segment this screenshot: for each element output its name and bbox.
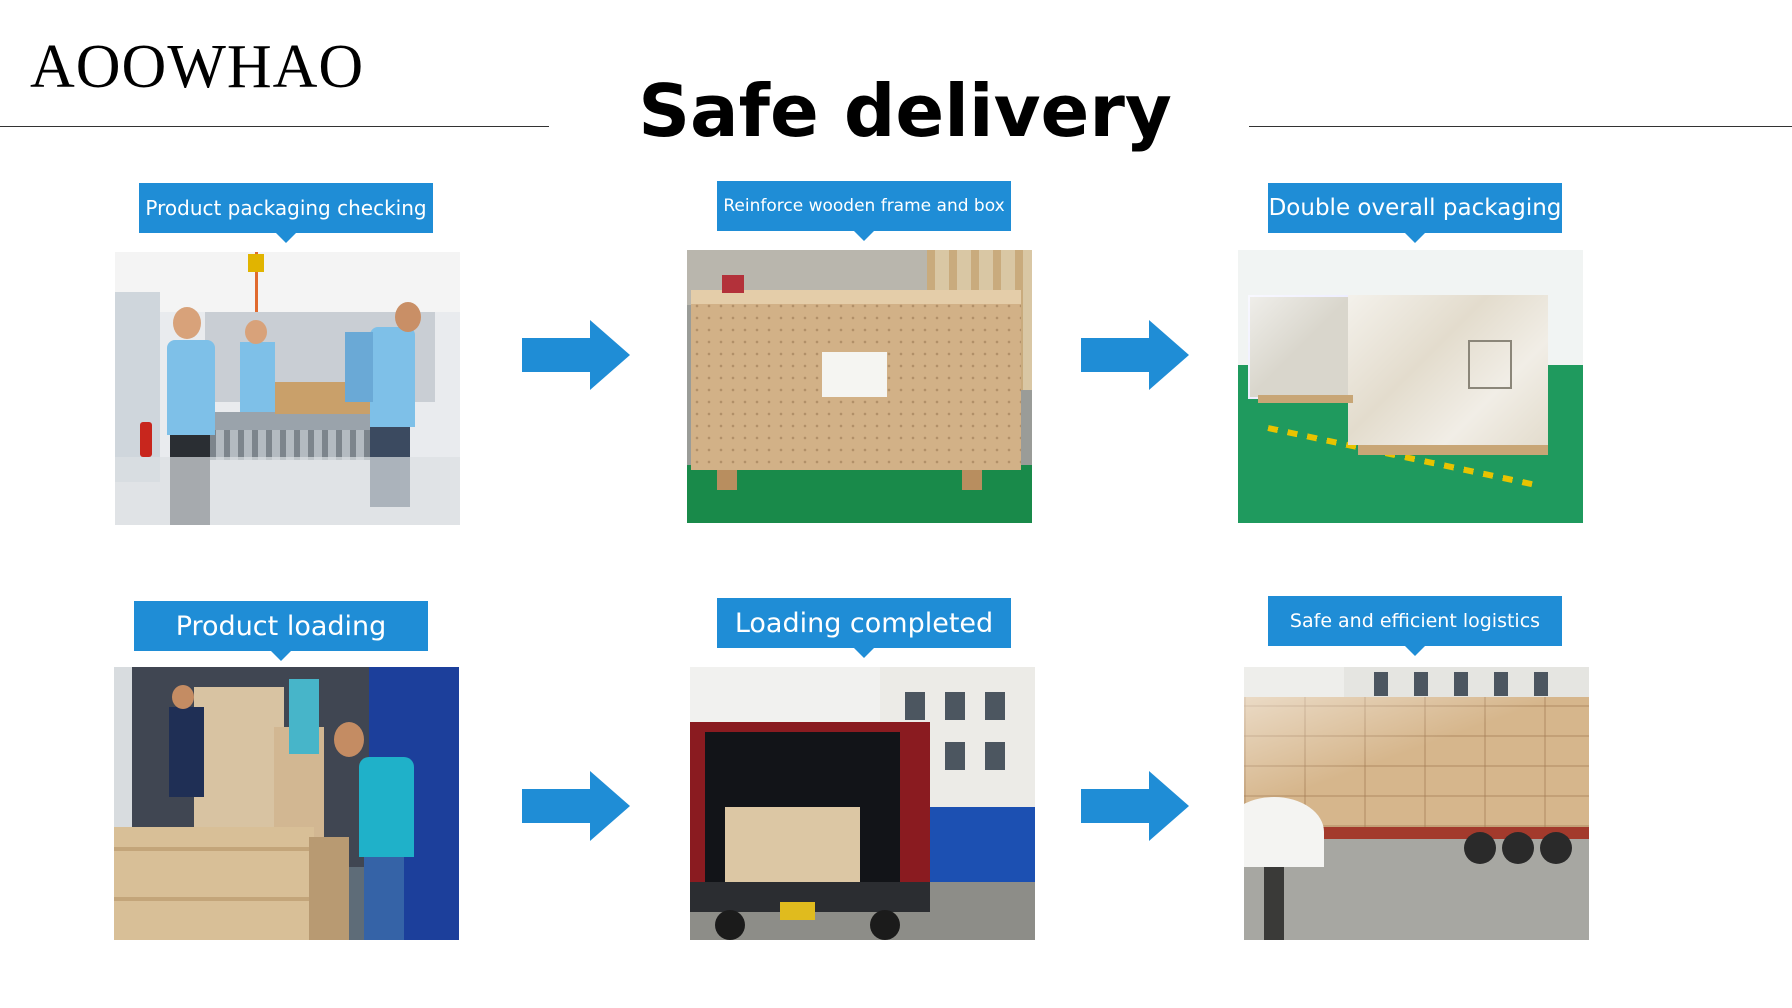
photo-product-loading <box>114 667 459 940</box>
header-rule-left <box>0 126 549 127</box>
photo-loaded-truck <box>690 667 1035 940</box>
photo-wooden-crate <box>687 250 1032 523</box>
page-title: Safe delivery <box>638 69 1172 153</box>
right-arrow-icon <box>522 320 630 390</box>
step-label-logistics: Safe and efficient logistics <box>1268 596 1562 656</box>
step-label-product-loading: Product loading <box>134 601 428 661</box>
photo-packaging-check <box>115 252 460 525</box>
brand-logo: AOOWHAO <box>30 33 365 101</box>
right-arrow-icon <box>522 771 630 841</box>
right-arrow-icon <box>1081 320 1189 390</box>
step-label-loading-completed: Loading completed <box>717 598 1011 658</box>
right-arrow-icon <box>1081 771 1189 841</box>
step-label-packaging-check: Product packaging checking <box>139 183 433 243</box>
photo-wrapped-pallets <box>1238 250 1583 523</box>
header-rule-right <box>1249 126 1792 127</box>
step-label-wooden-frame: Reinforce wooden frame and box <box>717 181 1011 241</box>
step-label-double-packaging: Double overall packaging <box>1268 183 1562 243</box>
photo-logistics-truck <box>1244 667 1589 940</box>
